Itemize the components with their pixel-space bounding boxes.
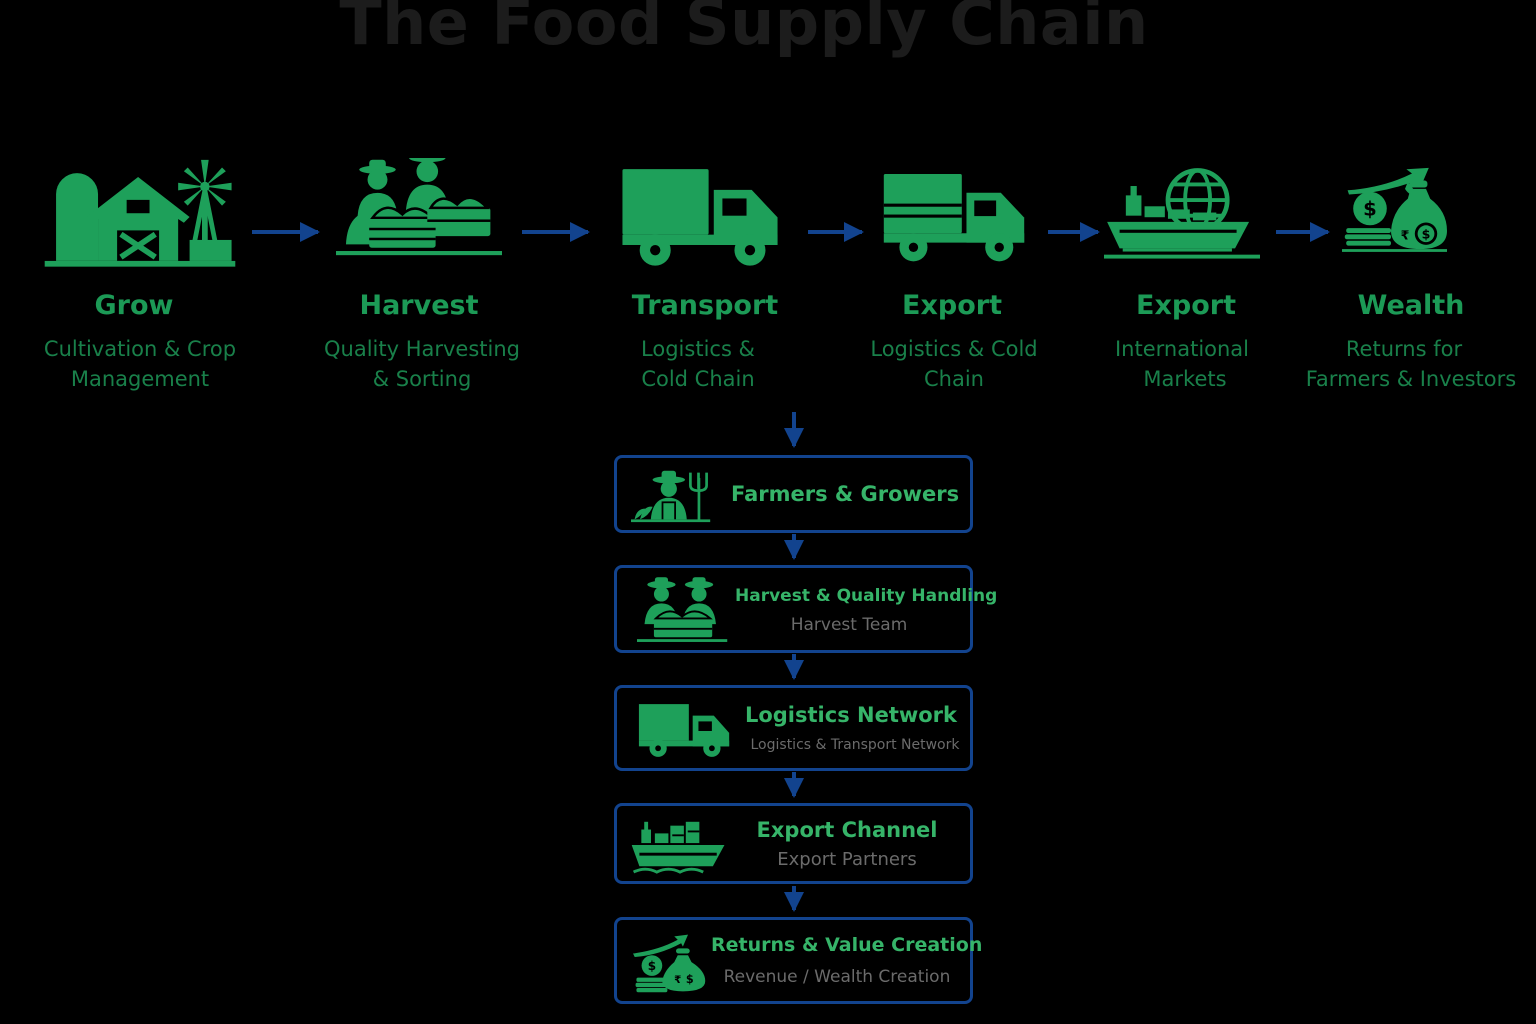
stage-desc-line2: Cold Chain — [641, 367, 755, 391]
stage-desc-line2: Chain — [924, 367, 984, 391]
stage-desc-line1: Logistics & Cold — [870, 337, 1038, 361]
stage-desc-line1: Returns for — [1345, 337, 1463, 361]
delivery-truck-icon — [612, 164, 788, 276]
stage-desc-line2: & Sorting — [372, 367, 472, 391]
stage-desc-line2: Markets — [1143, 367, 1227, 391]
stage-label-grow: Grow — [94, 290, 174, 321]
truck-icon — [637, 702, 733, 760]
stage-label-wealth: Wealth — [1357, 290, 1465, 321]
box-title: Logistics Network — [744, 703, 958, 727]
box-logistics-network: Logistics Network Logistics & Transport … — [614, 685, 973, 771]
box-title: Export Channel — [756, 818, 938, 842]
farm-barn-windmill-icon — [40, 156, 240, 280]
box-title: Farmers & Growers — [731, 482, 960, 506]
money-bags-growth-icon — [1342, 148, 1482, 276]
box-title: Harvest & Quality Handling — [735, 586, 998, 606]
box-subtitle: Revenue / Wealth Creation — [723, 967, 951, 987]
box-export-channel: Export Channel Export Partners — [614, 803, 973, 884]
farmer-pitchfork-icon — [631, 468, 721, 524]
box-returns-value: Returns & Value Creation Revenue / Wealt… — [614, 917, 983, 1004]
stage-desc-line1: Cultivation & Crop — [43, 337, 237, 361]
cargo-ship-icon — [631, 816, 729, 874]
money-growth-icon — [633, 928, 719, 998]
stage-label-transport: Transport — [631, 290, 779, 321]
box-subtitle: Harvest Team — [790, 615, 908, 635]
page-title: The Food Supply Chain — [339, 0, 1149, 59]
stage-desc-line1: Logistics & — [641, 337, 755, 361]
stage-label-export: Export — [902, 290, 1002, 321]
box-subtitle: Logistics & Transport Network — [750, 737, 960, 753]
box-harvest-quality: Harvest & Quality Handling Harvest Team — [614, 565, 997, 653]
box-title: Returns & Value Creation — [711, 934, 983, 956]
stage-desc-line1: Quality Harvesting — [323, 337, 520, 361]
stage-desc-line2: Management — [70, 367, 210, 391]
box-subtitle: Export Partners — [777, 849, 917, 870]
harvest-workers-icon — [336, 150, 502, 274]
harvest-team-icon — [637, 574, 731, 646]
stage-label-export-markets: Export — [1136, 290, 1236, 321]
box-farmers-growers: Farmers & Growers — [614, 455, 973, 533]
cargo-ship-globe-icon — [1104, 160, 1260, 276]
cargo-truck-icon — [876, 164, 1032, 276]
stage-desc-line1: International — [1114, 337, 1250, 361]
stage-label-harvest: Harvest — [359, 290, 479, 321]
stage-desc-line2: Farmers & Investors — [1305, 367, 1517, 391]
